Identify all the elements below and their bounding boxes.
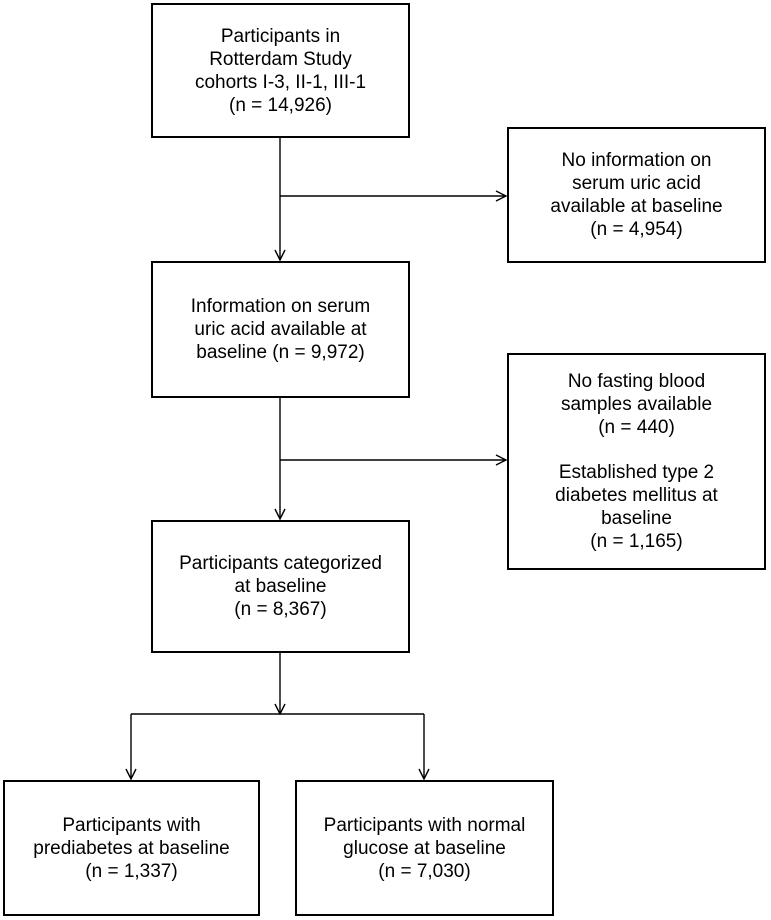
box-normal-glucose: Participants with normal glucose at base… bbox=[295, 780, 554, 916]
box-excluded-no-uric-acid: No information on serum uric acid availa… bbox=[507, 127, 766, 263]
box-participants-start: Participants in Rotterdam Study cohorts … bbox=[151, 3, 410, 138]
box-prediabetes: Participants with prediabetes at baselin… bbox=[3, 780, 260, 916]
box-participants-categorized: Participants categorized at baseline (n … bbox=[151, 520, 410, 653]
box-excluded-fasting-diabetes: No fasting blood samples available (n = … bbox=[507, 353, 766, 570]
box-uric-acid-available: Information on serum uric acid available… bbox=[151, 261, 410, 398]
